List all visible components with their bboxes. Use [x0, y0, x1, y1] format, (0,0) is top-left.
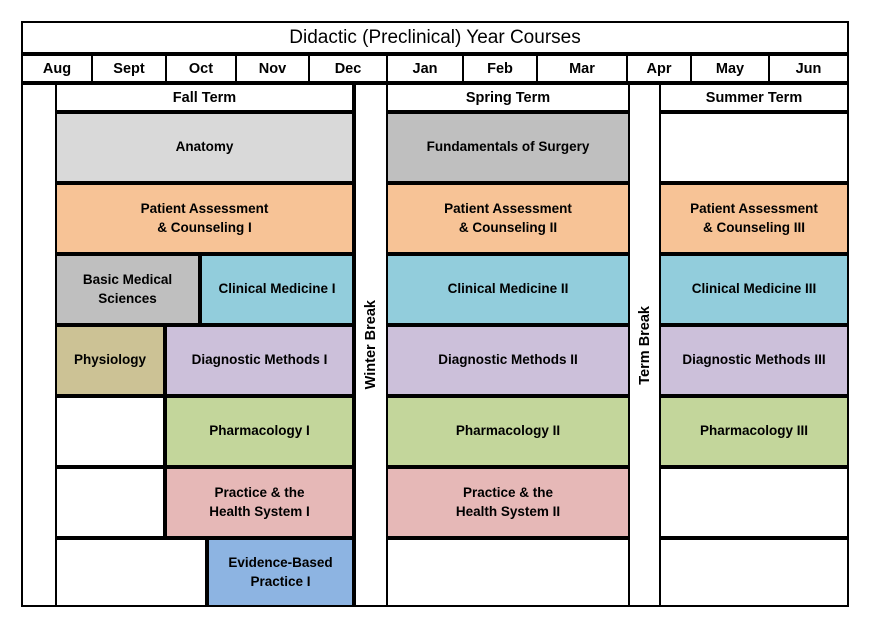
break-column-term: Term Break: [628, 83, 661, 607]
course-block-anatomy: Anatomy: [55, 112, 354, 183]
month-header-feb: Feb: [462, 54, 538, 83]
break-label-winter: Winter Break: [363, 300, 379, 390]
page-title: Didactic (Preclinical) Year Courses: [21, 21, 849, 54]
month-header-nov: Nov: [235, 54, 310, 83]
term-header-fall: Fall Term: [55, 83, 354, 112]
course-block-summer-row6-empty: [659, 538, 849, 607]
month-header-dec: Dec: [308, 54, 388, 83]
course-block-practice-health-system-2: Practice & the Health System II: [386, 467, 630, 538]
term-header-spring: Spring Term: [386, 83, 630, 112]
course-block-diagnostic-methods-3: Diagnostic Methods III: [659, 325, 849, 396]
course-block-pharmacology-2: Pharmacology II: [386, 396, 630, 467]
left-spacer-column: [21, 83, 57, 607]
course-block-pharmacology-3: Pharmacology III: [659, 396, 849, 467]
course-block-evidence-based-practice-1: Evidence-Based Practice I: [207, 538, 354, 607]
course-block-patient-assessment-counseling-1: Patient Assessment & Counseling I: [55, 183, 354, 254]
month-header-apr: Apr: [626, 54, 692, 83]
month-header-oct: Oct: [165, 54, 237, 83]
course-block-spring-row6-empty: [386, 538, 630, 607]
course-block-practice-health-system-1: Practice & the Health System I: [165, 467, 354, 538]
course-block-physiology: Physiology: [55, 325, 165, 396]
course-block-pharmacology-1: Pharmacology I: [165, 396, 354, 467]
month-header-sept: Sept: [91, 54, 167, 83]
month-header-jan: Jan: [386, 54, 464, 83]
course-block-fall-row6-empty: [55, 538, 207, 607]
course-block-patient-assessment-counseling-3: Patient Assessment & Counseling III: [659, 183, 849, 254]
course-block-basic-medical-sciences: Basic Medical Sciences: [55, 254, 200, 325]
course-block-clinical-medicine-1: Clinical Medicine I: [200, 254, 354, 325]
course-block-fundamentals-of-surgery: Fundamentals of Surgery: [386, 112, 630, 183]
course-block-clinical-medicine-3: Clinical Medicine III: [659, 254, 849, 325]
break-column-winter: Winter Break: [354, 83, 388, 607]
break-label-term: Term Break: [636, 305, 653, 385]
term-header-summer: Summer Term: [659, 83, 849, 112]
course-block-fall-row5-empty: [55, 467, 165, 538]
month-header-aug: Aug: [21, 54, 93, 83]
course-block-summer-row5-empty: [659, 467, 849, 538]
course-block-patient-assessment-counseling-2: Patient Assessment & Counseling II: [386, 183, 630, 254]
course-block-summer-row0-empty: [659, 112, 849, 183]
course-block-clinical-medicine-2: Clinical Medicine II: [386, 254, 630, 325]
month-header-mar: Mar: [536, 54, 628, 83]
month-header-may: May: [690, 54, 770, 83]
course-block-diagnostic-methods-2: Diagnostic Methods II: [386, 325, 630, 396]
course-block-diagnostic-methods-1: Diagnostic Methods I: [165, 325, 354, 396]
course-block-fall-row4-empty: [55, 396, 165, 467]
month-header-jun: Jun: [768, 54, 849, 83]
